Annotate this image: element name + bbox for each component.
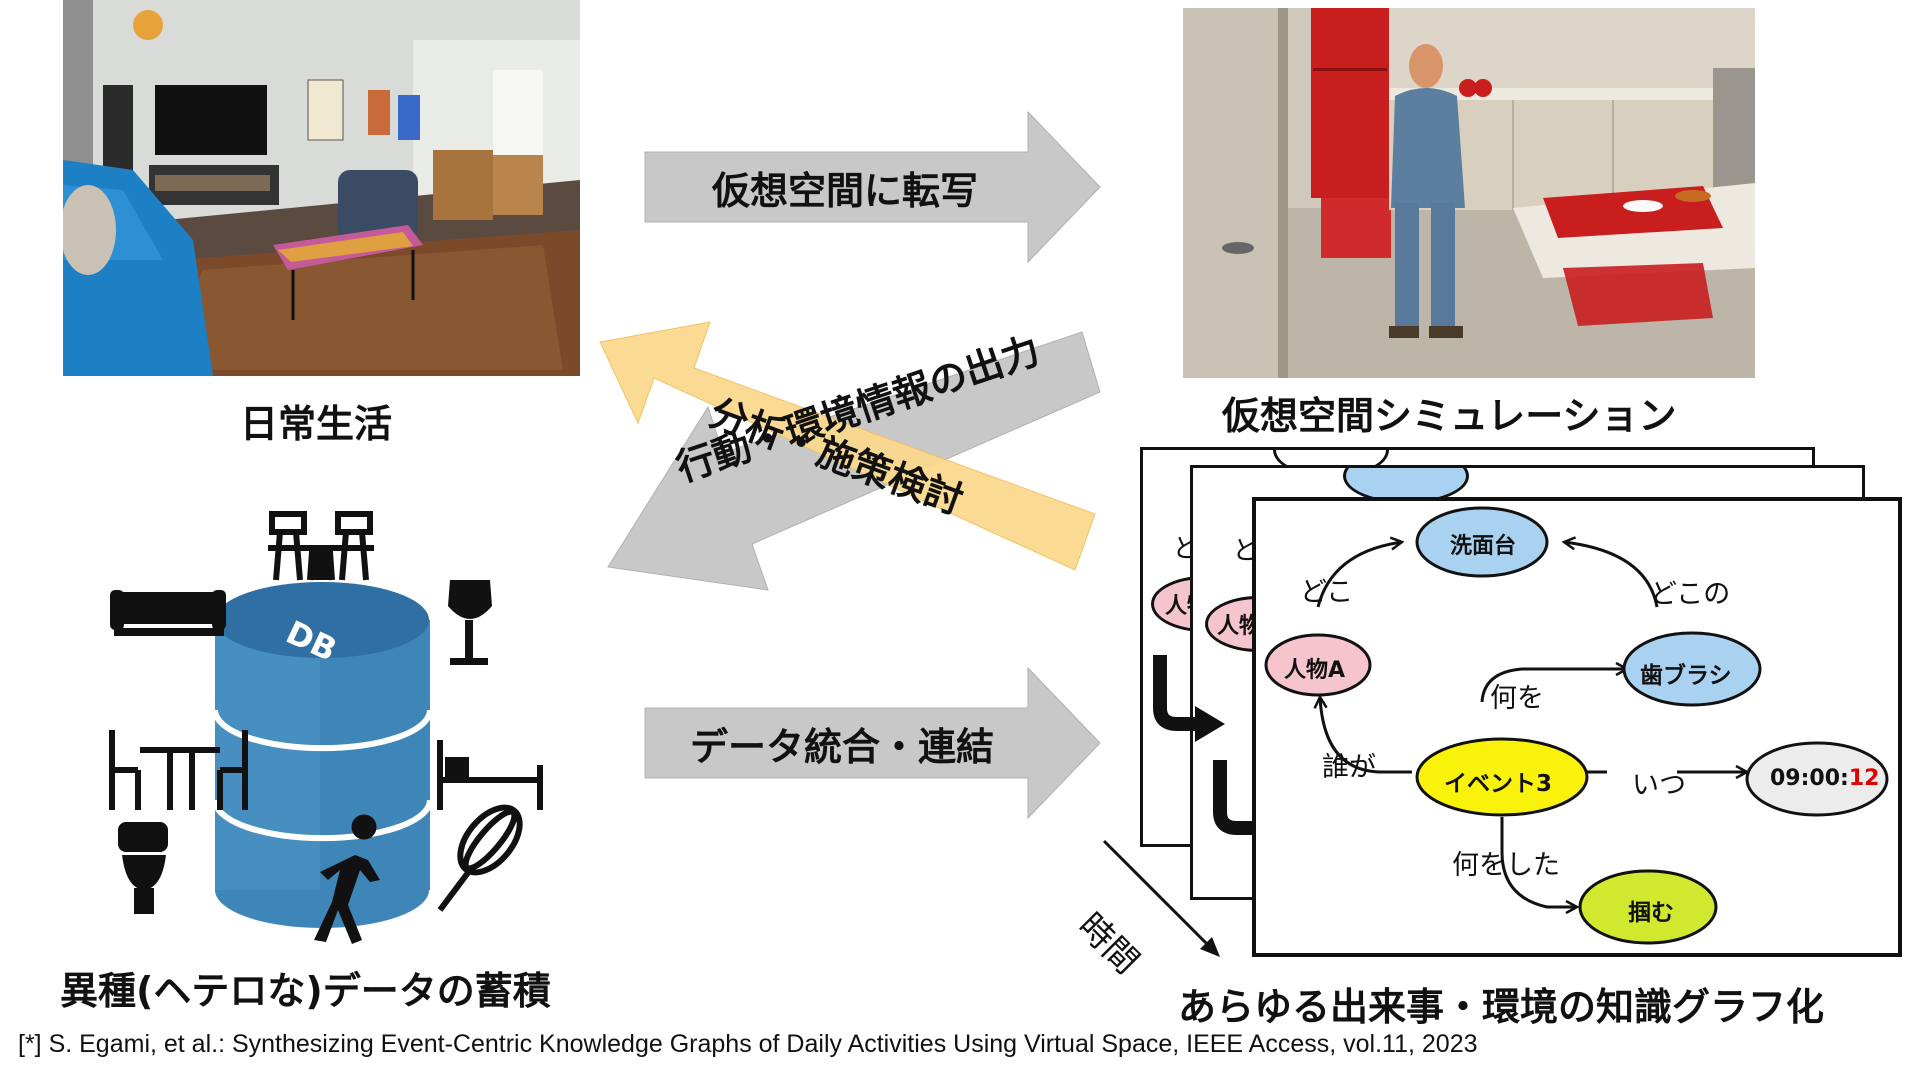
whisk-icon <box>437 804 523 912</box>
daily-life-caption: 日常生活 <box>240 402 393 446</box>
edge-event-grab <box>1500 817 1577 907</box>
node-time-prefix: 09:00: <box>1770 766 1849 791</box>
walking-person-icon <box>314 814 380 944</box>
citation: [*] S. Egami, et al.: Synthesizing Event… <box>18 1030 1478 1058</box>
edge-where-label: どこ <box>1300 577 1354 608</box>
bed-icon <box>437 740 543 810</box>
database-illustration <box>109 511 543 944</box>
node-time-seconds: 12 <box>1848 766 1880 791</box>
edge-when-label: いつ <box>1632 770 1686 801</box>
analysis-arrow <box>599 321 1096 571</box>
node-grab-label: 掴む <box>1628 900 1674 926</box>
edge-what-did-label: 何をした <box>1452 850 1560 881</box>
turn-arrow-2 <box>1213 760 1257 835</box>
transcribe-arrow-label: 仮想空間に転写 <box>712 169 979 213</box>
edge-person-sink <box>1316 542 1402 608</box>
sofa-icon <box>110 590 226 636</box>
data-accumulation-caption: 異種(ヘテロな)データの蓄積 <box>60 969 551 1013</box>
table-chairs-icon <box>109 730 248 810</box>
time-axis-arrow <box>1102 839 1220 957</box>
node-sink-label: 洗面台 <box>1450 534 1517 559</box>
node-time <box>1745 741 1889 817</box>
knowledge-graph-caption: あらゆる出来事・環境の知識グラフ化 <box>1178 985 1825 1029</box>
node-time-label: 09:00:12 <box>1770 766 1879 791</box>
transcribe-arrow <box>644 110 1101 264</box>
node-person <box>1264 633 1372 697</box>
node-event-label: イベント3 <box>1444 771 1553 797</box>
node-grab <box>1578 869 1718 945</box>
node-event <box>1415 737 1589 817</box>
integration-arrow <box>644 666 1101 820</box>
dining-set-icon <box>268 511 374 581</box>
knowledge-graph-card <box>1252 497 1902 957</box>
wine-glass-icon <box>448 580 492 665</box>
simulation-caption: 仮想空間シミュレーション <box>1222 394 1677 438</box>
toilet-icon <box>118 822 168 914</box>
virtual-kitchen-render <box>1183 8 1755 378</box>
edge-who-label: 誰が <box>1322 752 1376 783</box>
node-toothbrush <box>1622 631 1762 707</box>
integration-arrow-label: データ統合・連結 <box>690 725 995 769</box>
edge-event-toothbrush <box>1480 669 1627 703</box>
edge-event-person <box>1320 697 1412 774</box>
edge-toothbrush-sink <box>1564 542 1659 608</box>
node-person-label: 人物A <box>1284 658 1346 683</box>
living-room-photo <box>63 0 580 376</box>
edge-what-label: 何を <box>1490 683 1544 714</box>
turn-arrow-1 <box>1153 655 1200 731</box>
node-toothbrush-label: 歯ブラシ <box>1640 663 1732 689</box>
node-sink <box>1415 506 1549 578</box>
edge-where-of-label: どこの <box>1650 579 1731 610</box>
